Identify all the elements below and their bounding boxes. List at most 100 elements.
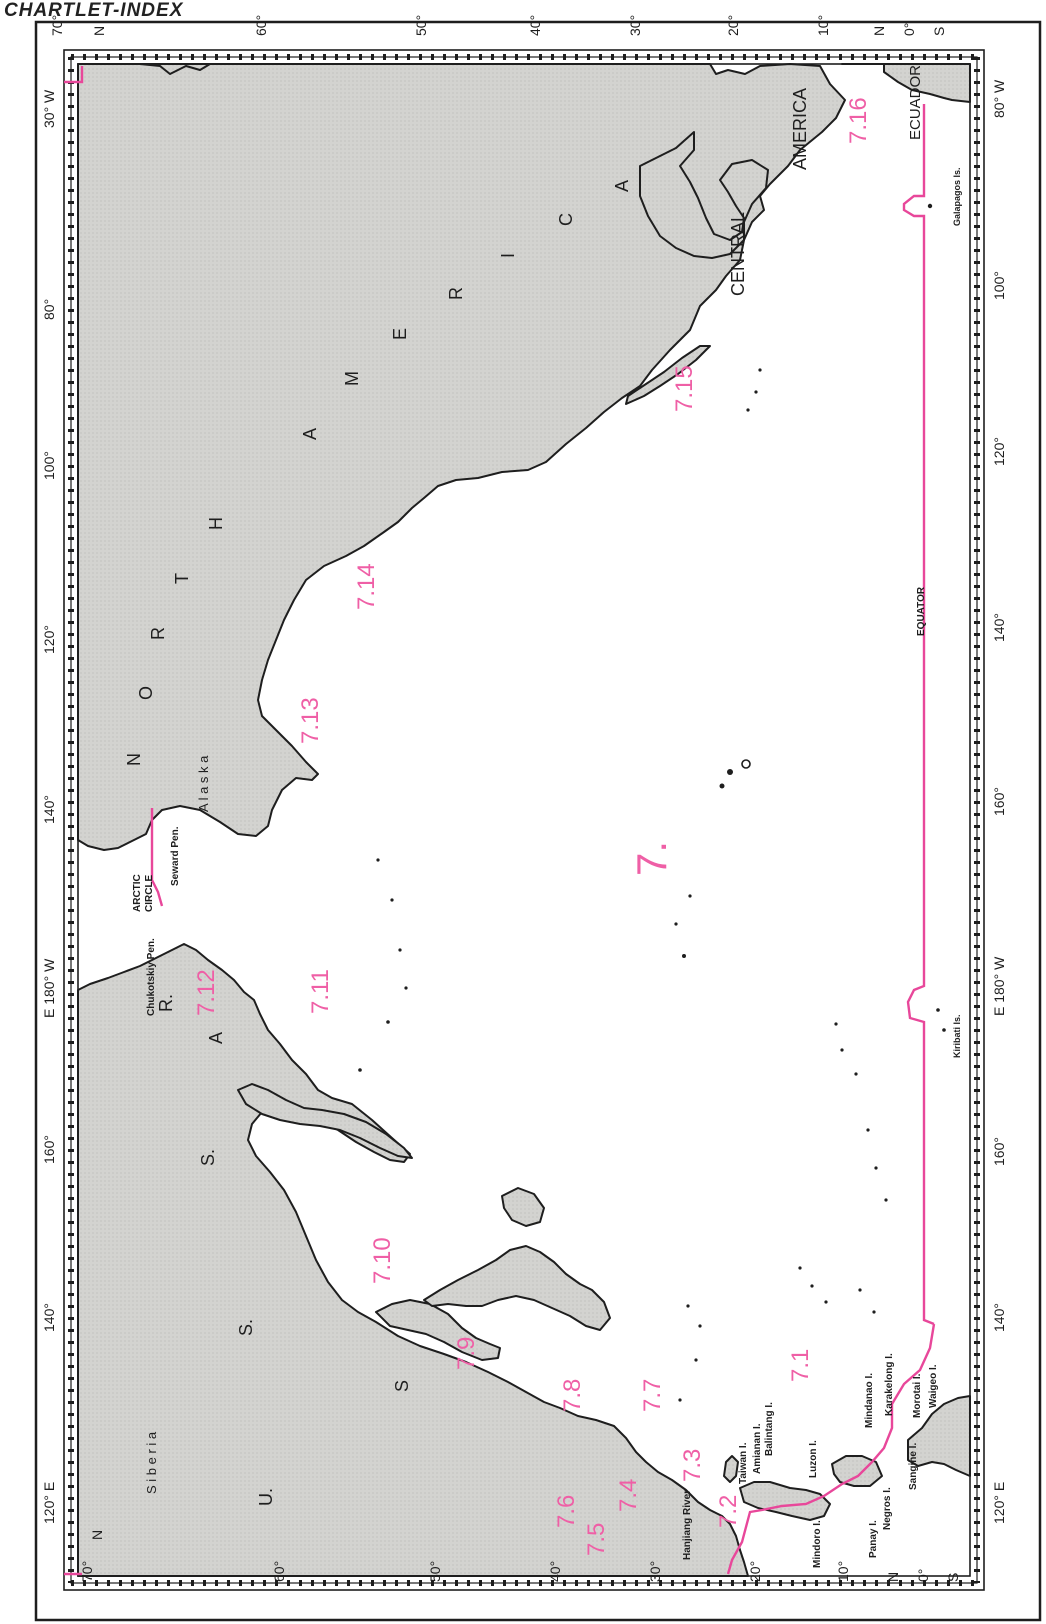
land-japan <box>423 1245 611 1331</box>
chartlet-7-12: 7.12 <box>193 969 220 1016</box>
land-kamchatka <box>237 1083 413 1159</box>
chartlet-7-15: 7.15 <box>671 365 698 412</box>
land-new-guinea <box>907 1395 971 1477</box>
right-axis-2: 60° <box>253 15 269 36</box>
region-north-o: O <box>136 686 156 700</box>
chartlet-7-8: 7.8 <box>559 1379 586 1412</box>
region-a: A <box>206 1032 226 1044</box>
chartlet-numbers: 7. 7.1 7.2 7.3 7.4 7.5 7.6 7.7 7.8 7.9 7… <box>193 97 872 1556</box>
place-amianan: Amianan I. <box>752 1423 763 1474</box>
axis-top: 30° W 80° 100° 120° 140° E 180° W 160° 1… <box>41 89 57 1524</box>
place-taiwan: Taiwan I. <box>738 1442 749 1484</box>
land-taiwan <box>723 1455 739 1483</box>
left-axis-8: N <box>885 1572 901 1582</box>
region-america-m: M <box>342 371 362 386</box>
place-mindanao: Mindanao I. <box>864 1373 875 1428</box>
region-r: R. <box>156 994 176 1012</box>
place-luzon: Luzon I. <box>808 1440 819 1478</box>
region-alaska: A l a s k a <box>196 755 211 812</box>
place-kiribati: Kiribati Is. <box>952 1014 962 1058</box>
place-labels: ARCTIC CIRCLE Seward Pen. Chukotskiy Pen… <box>132 167 962 1568</box>
land-yucatan <box>639 131 769 259</box>
place-waigeo: Waigeo I. <box>928 1364 939 1408</box>
chart-limit-lines <box>64 66 936 1576</box>
place-morotai: Morotai I. <box>912 1373 923 1418</box>
limit-equator <box>902 104 935 1326</box>
left-axis-10: S <box>945 1573 961 1582</box>
page-title: CHARTLET-INDEX <box>4 0 184 21</box>
top-axis-1: 80° <box>41 299 57 320</box>
region-u: U. <box>256 1488 276 1506</box>
right-axis-6: 20° <box>725 15 741 36</box>
region-america: AMERICA <box>790 88 810 170</box>
right-axis-3: 50° <box>413 15 429 36</box>
limit-west-asia <box>726 1323 936 1575</box>
place-panay: Panay I. <box>868 1520 879 1558</box>
chartlet-7-6: 7.6 <box>553 1495 580 1528</box>
limit-arctic-circle <box>150 808 164 907</box>
place-balintang: Balintang I. <box>764 1402 775 1456</box>
chartlet-7: 7. <box>628 841 675 876</box>
bottom-axis-8: 120° E <box>991 1482 1007 1524</box>
top-axis-3: 120° <box>41 625 57 654</box>
region-ecuador: ECUADOR <box>907 65 924 140</box>
region-equator: EQUATOR <box>916 586 927 636</box>
region-siberia: S i b e r i a <box>144 1431 159 1494</box>
left-axis-6: 20° <box>747 1561 763 1582</box>
right-axis-1: N <box>91 26 107 36</box>
region-s2: S. <box>198 1149 218 1166</box>
region-america-a2: A <box>612 180 632 192</box>
bottom-axis-4: 160° <box>991 787 1007 816</box>
chartlet-7-13: 7.13 <box>297 697 324 744</box>
chartlet-7-9: 7.9 <box>453 1337 480 1370</box>
chartlet-7-11: 7.11 <box>307 969 334 1014</box>
region-america-a: A <box>300 428 320 440</box>
region-america-r: R <box>446 287 466 300</box>
region-america-e: E <box>390 328 410 340</box>
left-axis-4: 40° <box>547 1561 563 1582</box>
land-greenland <box>77 63 211 75</box>
left-axis-2: 60° <box>271 1561 287 1582</box>
top-axis-7: 160° <box>41 1135 57 1164</box>
axis-left: 70° N 60° 50° 40° 30° 20° 10° N 0° S <box>79 1530 961 1582</box>
place-mindoro: Mindoro I. <box>812 1520 823 1568</box>
bottom-axis-3: 140° <box>991 613 1007 642</box>
region-s3: S <box>392 1380 412 1392</box>
chartlet-7-5: 7.5 <box>583 1523 610 1556</box>
chartlet-7-2: 7.2 <box>715 1495 742 1528</box>
bottom-axis-2: 120° <box>991 437 1007 466</box>
top-axis-0: 30° W <box>41 89 57 128</box>
chartlet-7-10: 7.10 <box>369 1237 396 1284</box>
place-seward: Seward Pen. <box>170 826 181 886</box>
region-north-r: R <box>148 627 168 640</box>
chartlet-7-1: 7.1 <box>787 1349 814 1382</box>
top-axis-2: 100° <box>41 451 57 480</box>
bottom-axis-1: 100° <box>991 271 1007 300</box>
region-america-i: I <box>498 253 518 258</box>
bottom-axis-7: 140° <box>991 1303 1007 1332</box>
place-negros: Negros I. <box>882 1487 893 1530</box>
land-baja <box>625 345 711 405</box>
axis-right: 70° N 60° 50° 40° 30° 20° 10° N 0° S <box>49 15 947 36</box>
limit-top-left <box>64 66 84 84</box>
chartlet-7-4: 7.4 <box>615 1479 642 1512</box>
region-america-c: C <box>556 213 576 226</box>
place-arctic-circle-1: ARCTIC <box>132 874 143 912</box>
bottom-axis-0: 80° W <box>991 79 1007 118</box>
region-s1: S. <box>236 1319 256 1336</box>
top-axis-8: 140° <box>41 1303 57 1332</box>
place-arctic-circle-2: CIRCLE <box>144 874 155 912</box>
region-north-t: T <box>172 573 192 584</box>
land-masses <box>77 63 971 1577</box>
axis-bottom: 80° W 100° 120° 140° 160° E 180° W 160° … <box>991 79 1007 1524</box>
region-labels: N O R T H A M E R I C A A l a s k a CENT… <box>124 65 927 1506</box>
place-sangihe: Sangihe I. <box>908 1443 919 1490</box>
region-north-n: N <box>124 753 144 766</box>
chartlet-7-7: 7.7 <box>639 1379 666 1412</box>
top-axis-9: 120° E <box>41 1482 57 1524</box>
right-axis-8: N <box>871 26 887 36</box>
land-korea <box>375 1299 501 1361</box>
bottom-axis-6: 160° <box>991 1137 1007 1166</box>
land-south-america <box>841 63 971 103</box>
